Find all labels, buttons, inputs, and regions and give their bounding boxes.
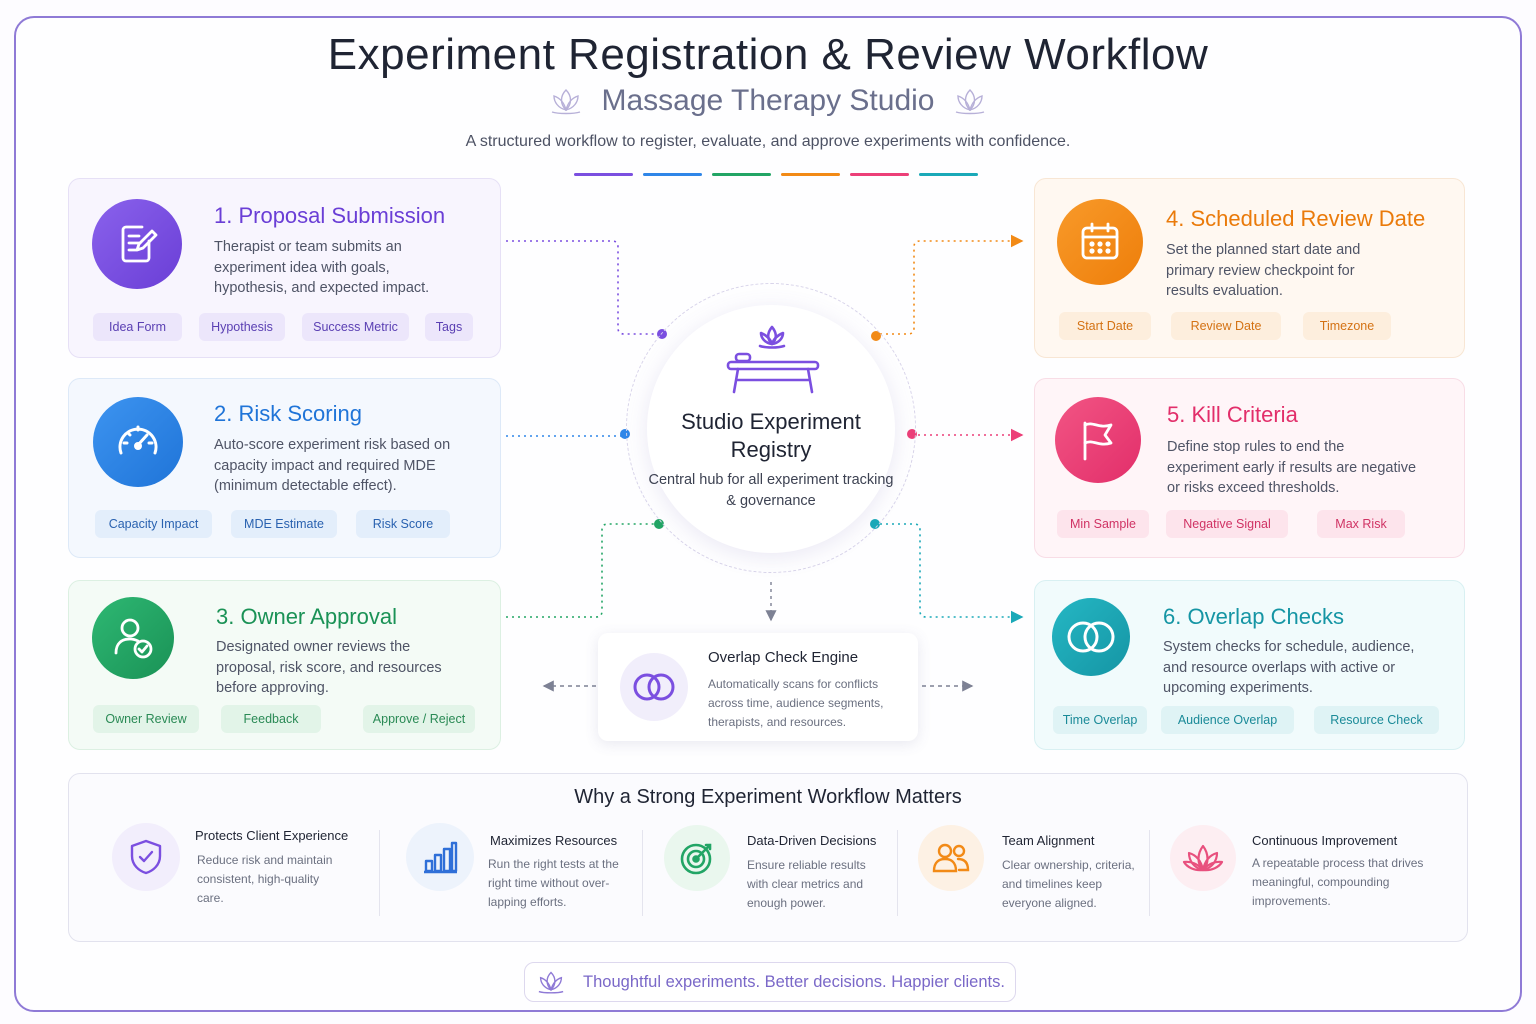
- divider: [1149, 830, 1150, 916]
- chip-audience-overlap[interactable]: Audience Overlap: [1161, 706, 1294, 734]
- color-divider: [574, 173, 978, 176]
- footer-text: Thoughtful experiments. Better decisions…: [583, 972, 1005, 991]
- step-card-kill-criteria: 5. Kill Criteria Define stop rules to en…: [1034, 378, 1465, 558]
- step-card-owner-approval: 3. Owner Approval Designated owner revie…: [68, 580, 501, 750]
- benefit-title: Data-Driven Decisions: [747, 833, 877, 848]
- calendar-icon: [1057, 199, 1143, 285]
- step-title: 1. Proposal Submission: [214, 203, 446, 228]
- step-title: 4. Scheduled Review Date: [1166, 206, 1426, 231]
- step-description: System checks for schedule, audience, an…: [1163, 639, 1415, 696]
- step-description: Set the planned start date and primary r…: [1166, 242, 1361, 299]
- target-icon: [664, 825, 730, 891]
- hub-ring: [626, 283, 916, 573]
- engine-description: Automatically scans for conflicts across…: [708, 677, 884, 729]
- step-title: 3. Owner Approval: [216, 604, 397, 629]
- team-icon: [918, 825, 984, 891]
- why-title: Why a Strong Experiment Workflow Matters: [574, 786, 962, 808]
- gauge-icon: [93, 397, 183, 487]
- lotus-icon: [956, 89, 985, 115]
- page-subtitle: Massage Therapy Studio: [601, 84, 935, 117]
- step-card-scheduled-review-date: 4. Scheduled Review Date Set the planned…: [1034, 178, 1465, 358]
- overlap-circles-icon: [1052, 598, 1130, 676]
- overlap-circles-icon: [620, 653, 688, 721]
- chip-min-sample[interactable]: Min Sample: [1057, 510, 1149, 538]
- bar-chart-icon: [406, 823, 474, 891]
- chip-max-risk[interactable]: Max Risk: [1317, 510, 1405, 538]
- chip-idea-form[interactable]: Idea Form: [93, 313, 182, 341]
- page-tagline: A structured workflow to register, evalu…: [465, 133, 1071, 150]
- page-title: Experiment Registration & Review Workflo…: [327, 30, 1209, 79]
- chip-approve-reject[interactable]: Approve / Reject: [363, 705, 475, 733]
- overlap-check-engine-card: Overlap Check Engine Automatically scans…: [598, 633, 918, 741]
- massage-table-icon: [726, 325, 820, 394]
- footer-banner: Thoughtful experiments. Better decisions…: [524, 962, 1016, 1002]
- chip-tags[interactable]: Tags: [425, 313, 473, 341]
- hub-title: Studio Experiment Registry: [681, 409, 861, 462]
- chip-hypothesis[interactable]: Hypothesis: [199, 313, 285, 341]
- chip-review-date[interactable]: Review Date: [1171, 312, 1281, 340]
- benefit-description: Clear ownership, criteria, and timelines…: [1002, 858, 1135, 910]
- benefit-title: Protects Client Experience: [195, 828, 349, 843]
- chip-mde-estimate[interactable]: MDE Estimate: [231, 510, 337, 538]
- step-description: Define stop rules to end the experiment …: [1167, 439, 1417, 496]
- divider: [897, 830, 898, 916]
- chip-risk-score[interactable]: Risk Score: [356, 510, 450, 538]
- document-edit-icon: [92, 199, 182, 289]
- step-card-proposal-submission: 1. Proposal Submission Therapist or team…: [68, 178, 501, 358]
- flag-icon: [1055, 397, 1141, 483]
- step-description: Therapist or team submits an experiment …: [214, 239, 430, 296]
- step-card-overlap-checks: 6. Overlap Checks System checks for sche…: [1034, 580, 1465, 750]
- chip-start-date[interactable]: Start Date: [1059, 312, 1151, 340]
- step-description: Designated owner reviews the proposal, r…: [216, 639, 442, 696]
- benefit-description: A repeatable process that drives meaning…: [1252, 856, 1424, 908]
- subtitle-row: Massage Therapy Studio: [0, 84, 1536, 118]
- divider: [379, 830, 380, 916]
- step-title: 6. Overlap Checks: [1163, 604, 1344, 629]
- chip-capacity-impact[interactable]: Capacity Impact: [95, 510, 212, 538]
- user-check-icon: [92, 597, 174, 679]
- step-title: 2. Risk Scoring: [214, 401, 362, 426]
- benefit-description: Ensure reliable results with clear metri…: [747, 858, 866, 910]
- benefit-description: Reduce risk and maintain consistent, hig…: [197, 853, 333, 905]
- chip-resource-check[interactable]: Resource Check: [1314, 706, 1439, 734]
- engine-title: Overlap Check Engine: [708, 649, 859, 666]
- chip-success-metric[interactable]: Success Metric: [302, 313, 409, 341]
- step-description: Auto-score experiment risk based on capa…: [214, 437, 451, 494]
- shield-check-icon: [112, 823, 180, 891]
- lotus-icon: [538, 971, 564, 994]
- lotus-icon: [551, 89, 580, 115]
- step-title: 5. Kill Criteria: [1167, 402, 1298, 427]
- benefit-description: Run the right tests at the right time wi…: [488, 857, 619, 909]
- step-card-risk-scoring: 2. Risk Scoring Auto-score experiment ri…: [68, 378, 501, 558]
- chip-feedback[interactable]: Feedback: [221, 705, 321, 733]
- hub-description: Central hub for all experiment tracking …: [648, 472, 894, 509]
- divider: [642, 830, 643, 916]
- benefit-title: Continuous Improvement: [1252, 833, 1398, 848]
- lotus-icon: [1170, 825, 1236, 891]
- chip-time-overlap[interactable]: Time Overlap: [1053, 706, 1147, 734]
- chip-timezone[interactable]: Timezone: [1303, 312, 1391, 340]
- benefit-title: Maximizes Resources: [490, 833, 618, 848]
- chip-negative-signal[interactable]: Negative Signal: [1166, 510, 1288, 538]
- chip-owner-review[interactable]: Owner Review: [93, 705, 199, 733]
- benefit-title: Team Alignment: [1002, 833, 1095, 848]
